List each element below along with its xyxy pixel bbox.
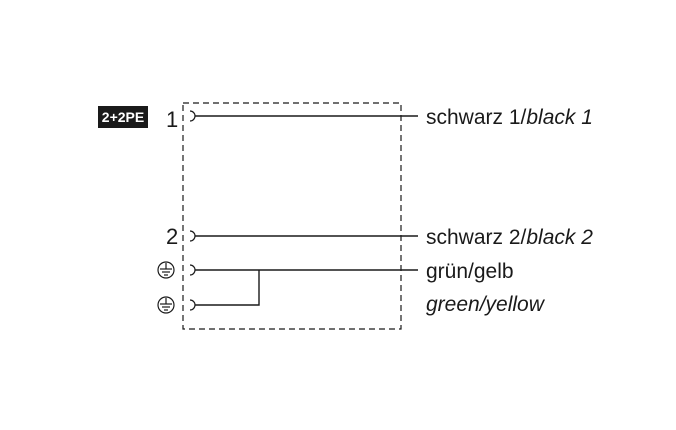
- pin-2-contact-icon: [189, 230, 196, 242]
- pin-2-number: 2: [166, 224, 178, 249]
- pe-pin-1: [157, 261, 418, 279]
- badge-background: [98, 106, 148, 128]
- pin-1-contact-icon: [189, 110, 196, 122]
- pin-1: 1: [166, 107, 418, 132]
- connector-type-badge: 2+2PE: [98, 106, 148, 128]
- pin-2: 2: [166, 224, 418, 249]
- pin-1-number: 1: [166, 107, 178, 132]
- wire-2-label-de: schwarz 2/: [426, 226, 527, 249]
- wire-1-label-de: schwarz 1/: [426, 106, 527, 129]
- wire-2-label: schwarz 2/black 2: [426, 226, 593, 249]
- wire-2-label-en: black 2: [526, 226, 593, 249]
- wire-1-label-en: black 1: [526, 106, 593, 129]
- pe-1-contact-icon: [189, 264, 196, 276]
- pe-pin-2: [157, 270, 260, 314]
- pe-2-contact-icon: [189, 299, 196, 311]
- wire-pe-label-de: grün/gelb: [426, 260, 514, 283]
- wire-1-label: schwarz 1/black 1: [426, 106, 593, 129]
- pe-bridge-line: [195, 270, 260, 306]
- connector-housing-outline: [182, 102, 402, 330]
- earth-ground-icon: [157, 261, 175, 279]
- wire-pe-label-en: green/yellow: [426, 293, 546, 316]
- badge-label: 2+2PE: [102, 109, 144, 125]
- earth-ground-icon: [157, 296, 175, 314]
